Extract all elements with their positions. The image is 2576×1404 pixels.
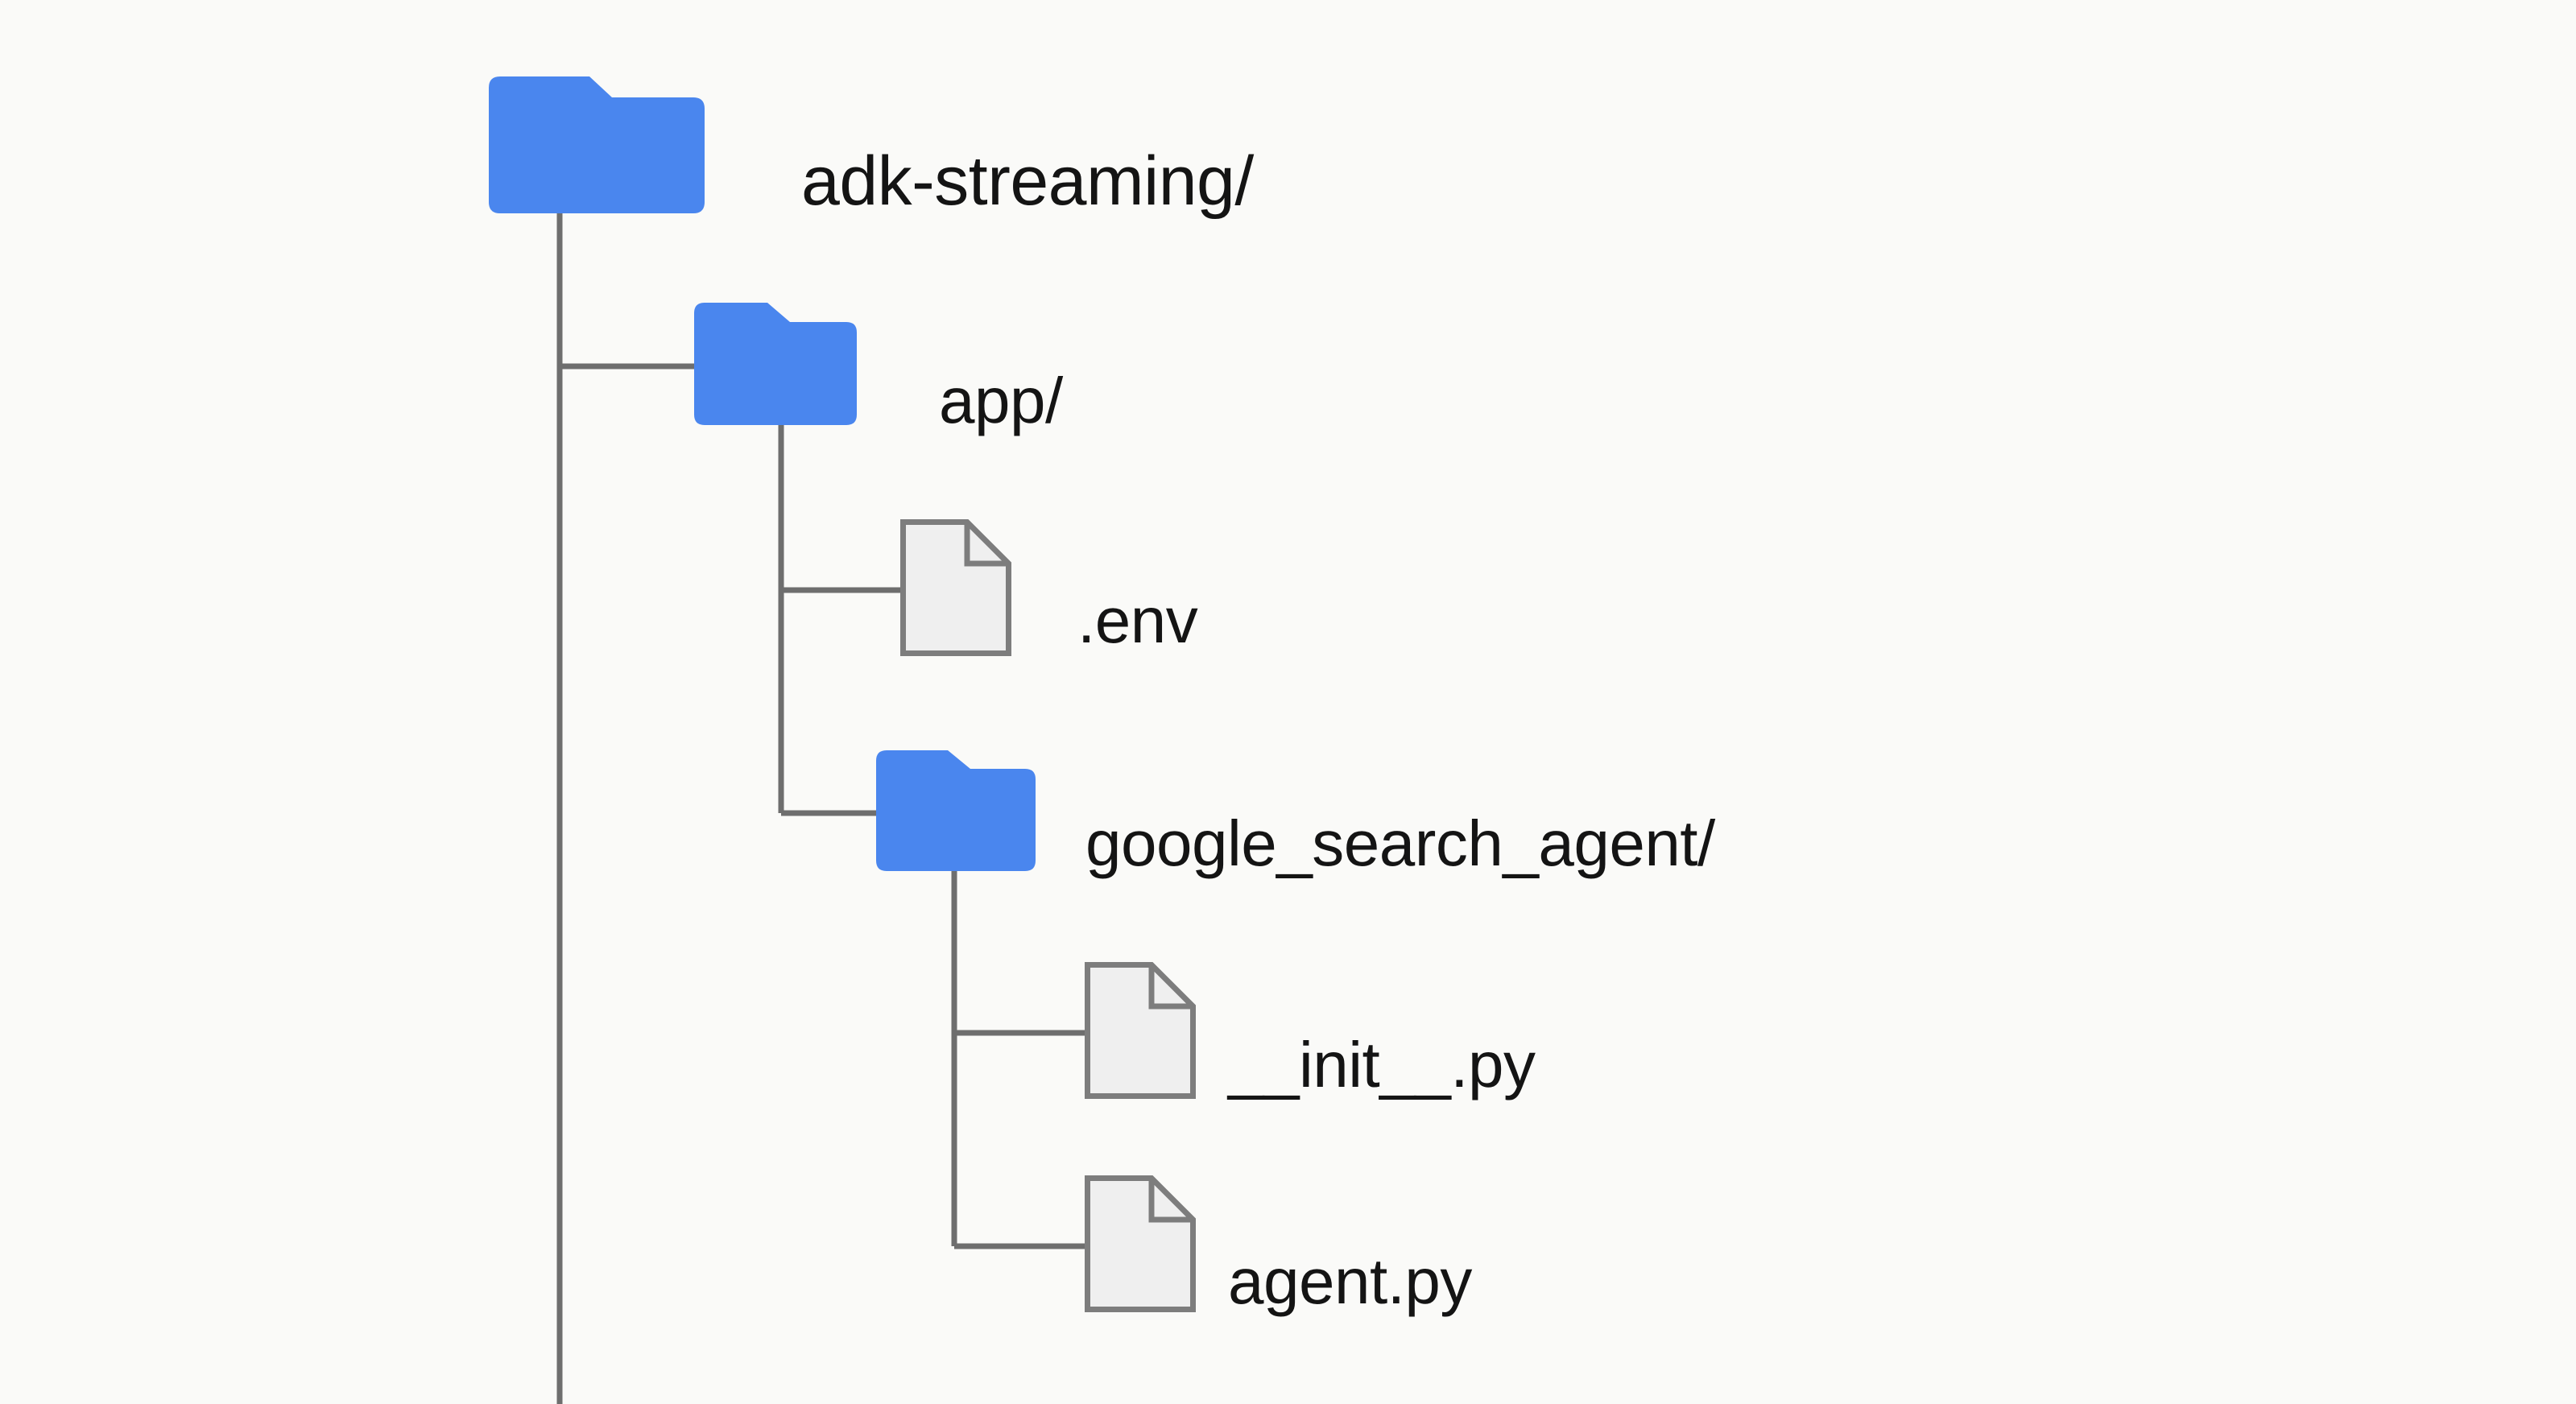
- file-icon[interactable]: [900, 519, 1011, 656]
- tree-node-label-agent_py[interactable]: agent.py: [1228, 1245, 1472, 1317]
- tree-node-label-google_search_agent[interactable]: google_search_agent/: [1085, 807, 1715, 879]
- folder-icon[interactable]: [876, 750, 1036, 871]
- tree-node-label-env[interactable]: .env: [1077, 584, 1198, 656]
- file-icon[interactable]: [1085, 1175, 1196, 1312]
- folder-icon[interactable]: [694, 303, 857, 425]
- folder-icon[interactable]: [489, 76, 705, 213]
- tree-node-label-app[interactable]: app/: [939, 365, 1063, 436]
- tree-node-label-init_py[interactable]: __init__.py: [1228, 1029, 1536, 1100]
- file-icon[interactable]: [1085, 962, 1196, 1099]
- tree-node-label-root[interactable]: adk-streaming/: [801, 142, 1254, 220]
